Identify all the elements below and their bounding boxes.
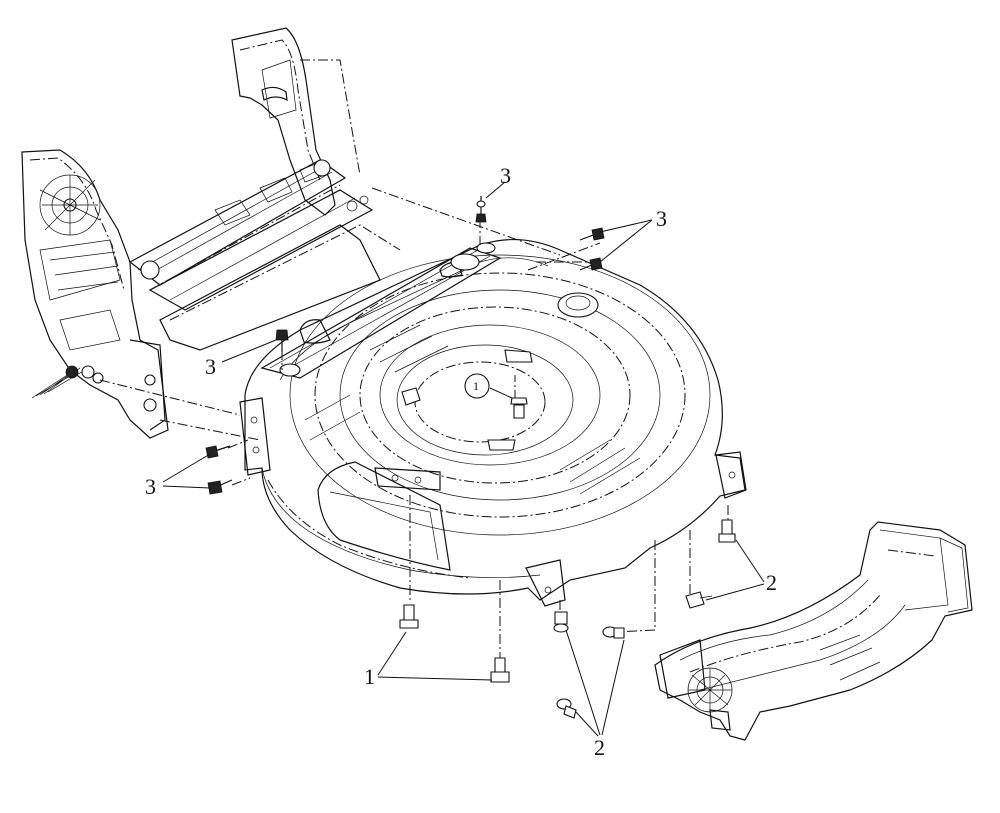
- screw-3-right-b: [579, 257, 603, 271]
- screw-3-right-a: [579, 227, 605, 241]
- callout-1-circle: [464, 373, 490, 399]
- callout-1-circled: 1: [473, 379, 479, 393]
- bolt-2-b: [685, 591, 713, 609]
- bolt-2-c: [553, 611, 569, 633]
- screw-3-left-b: [207, 479, 233, 495]
- rear-roller-assembly: [128, 159, 401, 351]
- projection-lines: [227, 187, 729, 660]
- left-wheel-bracket: [21, 149, 261, 441]
- callout-3-top: 3: [500, 163, 511, 188]
- screw-3-top: [475, 196, 487, 223]
- callout-1-bottom: 1: [364, 664, 375, 689]
- callout-3-mid-left: 3: [205, 354, 216, 379]
- bolt-1-b: [490, 657, 510, 683]
- callout-labels: 3 3 3 3 1 1 2 2: [145, 163, 777, 760]
- leader-lines: [162, 181, 765, 737]
- callout-3-lower-left: 3: [145, 474, 156, 499]
- deck-housing: [239, 238, 747, 607]
- rear-handle-bracket: [231, 27, 361, 216]
- screw-3-left-a: [205, 445, 231, 459]
- bolt-2-a: [718, 519, 736, 543]
- blade-bolt-1: [510, 397, 528, 419]
- bolt-2-d: [602, 626, 625, 639]
- callout-3-top-right: 3: [656, 206, 667, 231]
- bolt-1-a: [399, 604, 419, 629]
- callout-2-bottom: 2: [594, 735, 605, 760]
- bolt-2-e: [556, 698, 577, 719]
- screw-3-mid: [275, 329, 289, 352]
- callout-2-right: 2: [766, 570, 777, 595]
- fasteners: [205, 196, 736, 719]
- discharge-chute: [654, 521, 973, 741]
